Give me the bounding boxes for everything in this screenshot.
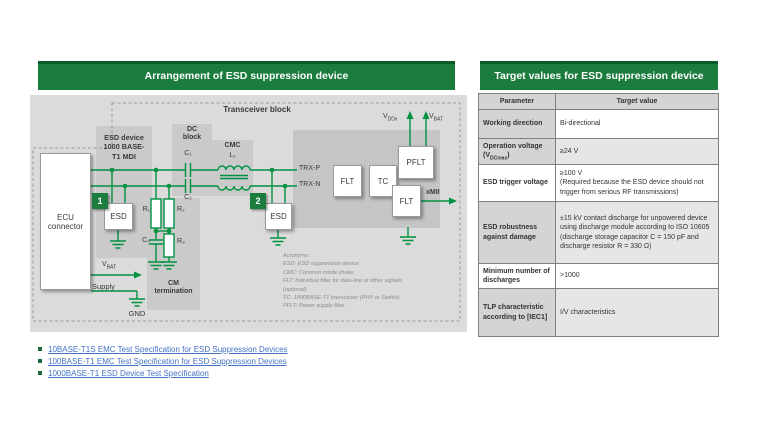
param-header: Parameter: [478, 93, 556, 110]
param-cell: Minimum number of discharges: [478, 263, 556, 289]
target-values-table: Parameter Target value Working direction…: [478, 93, 719, 337]
esd1-box: ESD: [104, 203, 133, 230]
esd2-box: ESD: [265, 203, 292, 230]
trx-n-label: TRX-N: [299, 181, 321, 188]
table-row: TLP characteristic according to [IEC1] I…: [478, 288, 719, 337]
vddx-label: VDDx: [383, 113, 398, 123]
supply-label: Supply: [92, 282, 115, 291]
value-cell: Bi-directional: [555, 109, 719, 139]
table-row: ESD trigger voltage ≥100 V (Required bec…: [478, 164, 719, 202]
transceiver-block-label: Transceiver block: [223, 105, 291, 114]
c2-label: C₂: [184, 194, 192, 201]
param-cell: Operation voltage (VDCmax): [478, 138, 556, 165]
flt1-label: FLT: [340, 176, 355, 186]
acronyms-block: Acronyms: ESD: ESD suppression device CM…: [283, 252, 433, 311]
link-10base-t1s-spec[interactable]: 10BASE-T1S EMC Test Specification for ES…: [48, 344, 288, 354]
value-cell: I/V characteristics: [555, 288, 719, 337]
link-item: 100BASE-T1 EMC Test Specification for ES…: [38, 355, 288, 367]
table-row: ESD robustness against damage ±15 kV con…: [478, 201, 719, 264]
esd2-label: ESD: [270, 212, 287, 221]
c1-label: C₁: [184, 150, 192, 157]
c3-label: C₃: [142, 237, 150, 244]
badge-2: 2: [250, 193, 266, 209]
param-cell: ESD robustness against damage: [478, 201, 556, 264]
r1-label: R₁: [142, 206, 150, 213]
trx-p-label: TRX-P: [299, 165, 320, 172]
badge-1: 1: [92, 193, 108, 209]
xmii-label: xMII: [426, 189, 440, 196]
ecu-connector-box: ECU connector: [40, 153, 91, 290]
gnd-label: GND: [128, 309, 146, 318]
right-panel-title: Target values for ESD suppression device: [480, 61, 718, 90]
cmc-label: CMC: [224, 142, 241, 149]
value-cell: >1000: [555, 263, 719, 289]
table-row: Operation voltage (VDCmax) ≥24 V: [478, 138, 719, 165]
link-1000base-t1-spec[interactable]: 1000BASE-T1 ESD Device Test Specificatio…: [48, 368, 209, 378]
value-cell: ≥24 V: [555, 138, 719, 165]
bullet-icon: [38, 371, 42, 375]
link-item: 10BASE-T1S EMC Test Specification for ES…: [38, 343, 288, 355]
l1-label: L₁: [229, 152, 236, 159]
vbat-top-label: VBAT: [429, 113, 444, 123]
esd1-label: ESD: [110, 212, 127, 221]
table-row: Working direction Bi-directional: [478, 109, 719, 139]
pflt-box: PFLT: [398, 146, 434, 179]
link-100base-t1-spec[interactable]: 100BASE-T1 EMC Test Specification for ES…: [48, 356, 287, 366]
bullet-icon: [38, 347, 42, 351]
flt1-box: FLT: [333, 165, 362, 197]
reference-links: 10BASE-T1S EMC Test Specification for ES…: [38, 343, 288, 379]
dc-block-label: DC block: [182, 126, 202, 142]
pflt-label: PFLT: [406, 158, 426, 167]
esd-device-label: ESD device 1000 BASE- T1 MDI: [103, 133, 145, 161]
cm-termination-label: CM termination: [154, 280, 193, 296]
r2-label: R₂: [177, 206, 185, 213]
tc-label: TC: [377, 176, 389, 186]
value-header: Target value: [555, 93, 719, 110]
param-cell: ESD trigger voltage: [478, 164, 556, 202]
left-panel-title: Arrangement of ESD suppression device: [38, 61, 455, 90]
table-header-row: Parameter Target value: [478, 93, 719, 110]
table-row: Minimum number of discharges >1000: [478, 263, 719, 289]
value-cell: ±15 kV contact discharge for unpowered d…: [555, 201, 719, 264]
flt2-box: FLT: [392, 185, 421, 217]
vbat-left-label: VBAT: [102, 261, 117, 271]
param-cell: Working direction: [478, 109, 556, 139]
r3-label: R₃: [177, 238, 185, 245]
param-cell: TLP characteristic according to [IEC1]: [478, 288, 556, 337]
link-item: 1000BASE-T1 ESD Device Test Specificatio…: [38, 367, 288, 379]
value-cell: ≥100 V (Required because the ESD device …: [555, 164, 719, 202]
acronyms-title: Acronyms:: [283, 253, 310, 259]
flt2-label: FLT: [399, 196, 414, 206]
ecu-connector-label: ECU connector: [47, 212, 84, 231]
bullet-icon: [38, 359, 42, 363]
